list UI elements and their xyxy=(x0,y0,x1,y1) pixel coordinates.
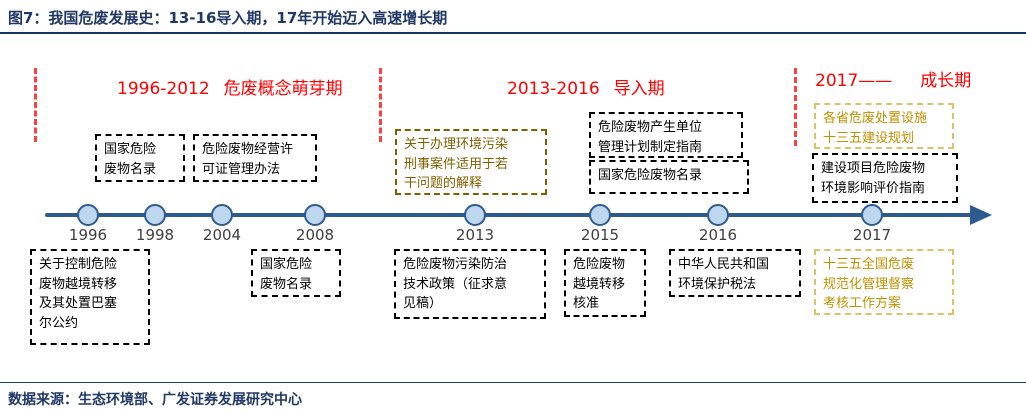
period-label-incubation: 1996-2012 危废概念萌芽期 xyxy=(117,74,343,99)
event-line: 中华人民共和国 xyxy=(678,257,770,272)
arrow-right-icon xyxy=(970,205,992,225)
year-label-2008: 2008 xyxy=(295,226,335,244)
timeline-dot-2008 xyxy=(304,204,326,226)
event-line: 尔公约 xyxy=(39,315,79,331)
event-line: 危险废物产生单位 xyxy=(598,120,703,135)
event-box-2016-national-hazwaste-catalog: 国家危险废物名录 xyxy=(589,160,749,194)
event-line: 关于控制危险 xyxy=(39,257,118,272)
timeline-dot-2015 xyxy=(589,204,611,226)
period-divider-middle xyxy=(379,68,382,142)
event-line: 环境保护税法 xyxy=(678,276,757,292)
period-name: 成长期 xyxy=(920,71,972,91)
period-range: 2013-2016 xyxy=(507,79,600,99)
event-line: 国家危险 xyxy=(104,142,157,157)
event-line: 越境转移 xyxy=(573,276,626,292)
event-box-2017-supervision-assessment-plan: 十三五全国危废 规范化管理督察 考核工作方案 xyxy=(814,249,954,315)
event-box-2013-criminal-case-interpretation: 关于办理环境污染 刑事案件适用于若 干问题的解释 xyxy=(395,129,547,195)
figure-title: 图7：我国危废发展史：13-16导入期，17年开始迈入高速增长期 xyxy=(8,9,448,27)
year-label-1998: 1998 xyxy=(135,226,175,244)
event-line: 废物名录 xyxy=(260,276,313,292)
event-line: 建设项目危险废物 xyxy=(821,161,926,176)
year-label-2004: 2004 xyxy=(202,226,242,244)
event-line: 危险废物污染防治 xyxy=(403,257,508,272)
timeline-dot-2004 xyxy=(211,204,233,226)
event-line: 考核工作方案 xyxy=(823,296,902,311)
event-line: 十三五全国危废 xyxy=(823,257,915,272)
year-label-2017: 2017 xyxy=(852,226,892,244)
period-name: 导入期 xyxy=(613,79,665,99)
title-divider-line xyxy=(0,32,1026,34)
event-box-1996-basel-convention: 关于控制危险 废物越境转移 及其处置巴塞 尔公约 xyxy=(30,249,150,345)
period-label-introduction: 2013-2016 导入期 xyxy=(507,74,665,99)
year-label-2016: 2016 xyxy=(698,226,738,244)
period-range: 1996-2012 xyxy=(117,79,210,99)
event-line: 各省危废处置设施 xyxy=(823,111,928,126)
event-box-2008-national-hazwaste-catalog: 国家危险 废物名录 xyxy=(251,249,341,297)
event-line: 核准 xyxy=(573,296,600,311)
event-line: 十三五建设规划 xyxy=(823,130,915,146)
period-divider-right xyxy=(794,68,797,146)
event-box-2013-pollution-control-policy: 危险废物污染防治 技术政策（征求意 见稿） xyxy=(394,249,546,319)
year-label-2013: 2013 xyxy=(455,226,495,244)
event-line: 及其处置巴塞 xyxy=(39,296,118,311)
period-label-growth: 2017—— 成长期 xyxy=(815,66,971,91)
event-line: 规范化管理督察 xyxy=(823,276,915,292)
period-range: 2017—— xyxy=(815,71,893,91)
event-line: 废物名录 xyxy=(104,161,157,177)
event-line: 废物越境转移 xyxy=(39,276,118,292)
footer-divider-line xyxy=(0,382,1026,383)
period-name: 危废概念萌芽期 xyxy=(223,79,343,99)
timeline-dot-1996 xyxy=(77,204,99,226)
year-label-2015: 2015 xyxy=(580,226,620,244)
event-box-2015-management-plan-guide: 危险废物产生单位 管理计划制定指南 xyxy=(589,112,743,158)
event-line: 危险废物经营许 xyxy=(202,142,294,157)
event-box-2017-eia-guide: 建设项目危险废物 环境影响评价指南 xyxy=(812,153,958,203)
timeline-dot-2017 xyxy=(861,204,883,226)
event-line: 刑事案件适用于若 xyxy=(404,156,509,172)
event-line: 管理计划制定指南 xyxy=(598,139,703,155)
timeline-dot-1998 xyxy=(144,204,166,226)
year-label-1996: 1996 xyxy=(68,226,108,244)
event-line: 见稿） xyxy=(403,296,443,311)
event-line: 危险废物 xyxy=(573,257,626,272)
timeline-axis xyxy=(45,213,977,217)
event-box-1996-national-hazwaste-catalog: 国家危险 废物名录 xyxy=(95,134,185,182)
event-line: 环境影响评价指南 xyxy=(821,180,926,196)
event-line: 干问题的解释 xyxy=(404,176,483,191)
timeline-dot-2016 xyxy=(707,204,729,226)
event-box-2017-provincial-disposal-plan: 各省危废处置设施 十三五建设规划 xyxy=(814,103,954,149)
event-line: 可证管理办法 xyxy=(202,161,281,177)
event-line: 国家危险 xyxy=(260,257,313,272)
event-box-2016-environmental-tax-law: 中华人民共和国 环境保护税法 xyxy=(669,249,801,297)
event-line: 关于办理环境污染 xyxy=(404,137,509,152)
timeline-dot-2013 xyxy=(464,204,486,226)
period-divider-left xyxy=(34,68,37,142)
data-source-note: 数据来源：生态环境部、广发证券发展研究中心 xyxy=(8,392,302,408)
event-box-2015-transboundary-approval: 危险废物 越境转移 核准 xyxy=(564,249,646,317)
event-line: 国家危险废物名录 xyxy=(598,168,703,183)
event-line: 技术政策（征求意 xyxy=(403,276,508,292)
event-box-2004-operating-license-measures: 危险废物经营许 可证管理办法 xyxy=(193,134,317,182)
